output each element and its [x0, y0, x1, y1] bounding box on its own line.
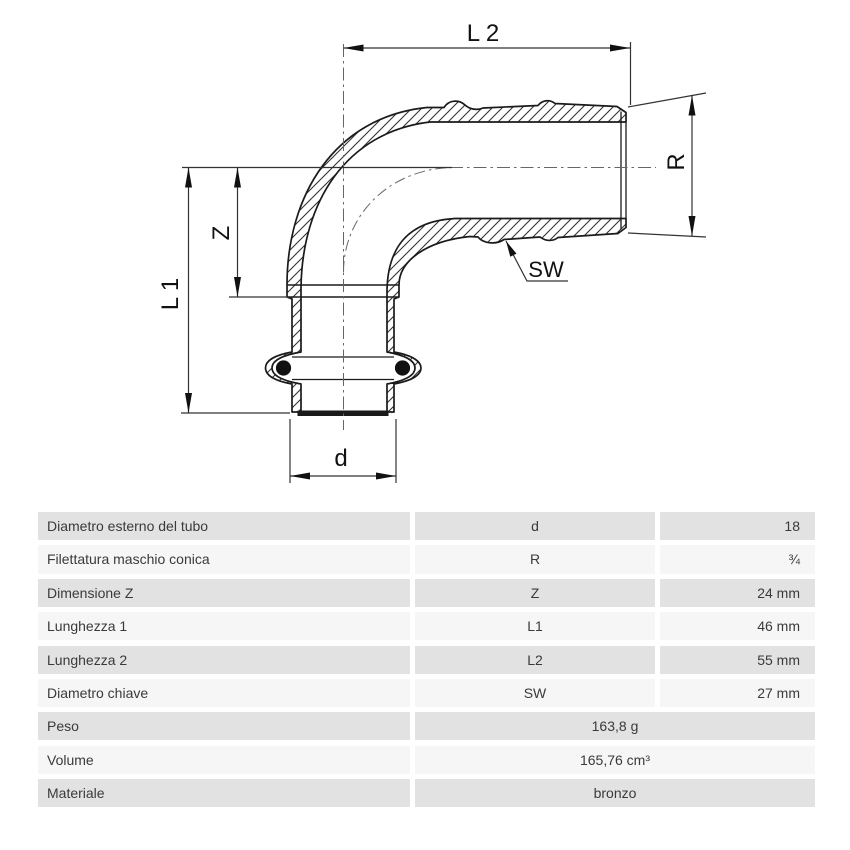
table-row: Dimensione Z Z 24 mm: [38, 578, 815, 607]
table-row: Peso 163,8 g: [38, 712, 815, 741]
spec-symbol: Z: [415, 578, 655, 607]
dimension-label-d: d: [334, 445, 347, 472]
dimension-label-l1: L 1: [157, 278, 184, 310]
spec-label: Lunghezza 1: [38, 612, 410, 641]
spec-value: bronzo: [415, 779, 815, 808]
spec-value: 46 mm: [660, 612, 815, 641]
dimension-label-l2: L 2: [467, 20, 499, 47]
table-row: Filettatura maschio conica R ¾: [38, 545, 815, 574]
specs-table: Diametro esterno del tubo d 18 Filettatu…: [38, 512, 815, 812]
spec-symbol: R: [415, 545, 655, 574]
spec-value: 24 mm: [660, 578, 815, 607]
spec-label: Diametro chiave: [38, 678, 410, 708]
spec-value: 165,76 cm³: [415, 745, 815, 774]
spec-value: 27 mm: [660, 678, 815, 708]
dimension-arrowheads: [185, 44, 696, 480]
table-row: Lunghezza 2 L2 55 mm: [38, 645, 815, 674]
o-ring-right: [394, 360, 411, 376]
thread-end-face: [620, 111, 627, 230]
spec-symbol: L2: [415, 645, 655, 674]
dimension-lines: [181, 42, 707, 483]
dimension-label-r: R: [663, 153, 690, 170]
spec-value: 55 mm: [660, 645, 815, 674]
table-row: Diametro chiave SW 27 mm: [38, 678, 815, 708]
table-row: Volume 165,76 cm³: [38, 745, 815, 774]
spec-label: Diametro esterno del tubo: [38, 512, 410, 541]
spec-label: Lunghezza 2: [38, 645, 410, 674]
spec-label: Filettatura maschio conica: [38, 545, 410, 574]
spec-symbol: d: [415, 512, 655, 541]
spec-label: Peso: [38, 712, 410, 741]
centerlines: [343, 44, 656, 430]
spec-value: 163,8 g: [415, 712, 815, 741]
socket-end-band: [297, 410, 389, 416]
spec-value: ¾: [660, 545, 815, 574]
spec-symbol: SW: [415, 678, 655, 708]
spec-label: Volume: [38, 745, 410, 774]
table-row: Lunghezza 1 L1 46 mm: [38, 612, 815, 641]
spec-symbol: L1: [415, 612, 655, 641]
spec-value: 18: [660, 512, 815, 541]
spec-label: Materiale: [38, 779, 410, 808]
table-row: Materiale bronzo: [38, 779, 815, 808]
dimension-label-z: Z: [208, 226, 235, 241]
elbow-inner-wall: [386, 217, 627, 413]
technical-drawing: L 2 R SW Z L 1 d: [157, 20, 707, 483]
spec-label: Dimensione Z: [38, 578, 410, 607]
elbow-outer-wall: [264, 99, 627, 413]
table-row: Diametro esterno del tubo d 18: [38, 512, 815, 541]
dimension-label-sw: SW: [528, 257, 564, 282]
o-ring-left: [275, 360, 292, 376]
